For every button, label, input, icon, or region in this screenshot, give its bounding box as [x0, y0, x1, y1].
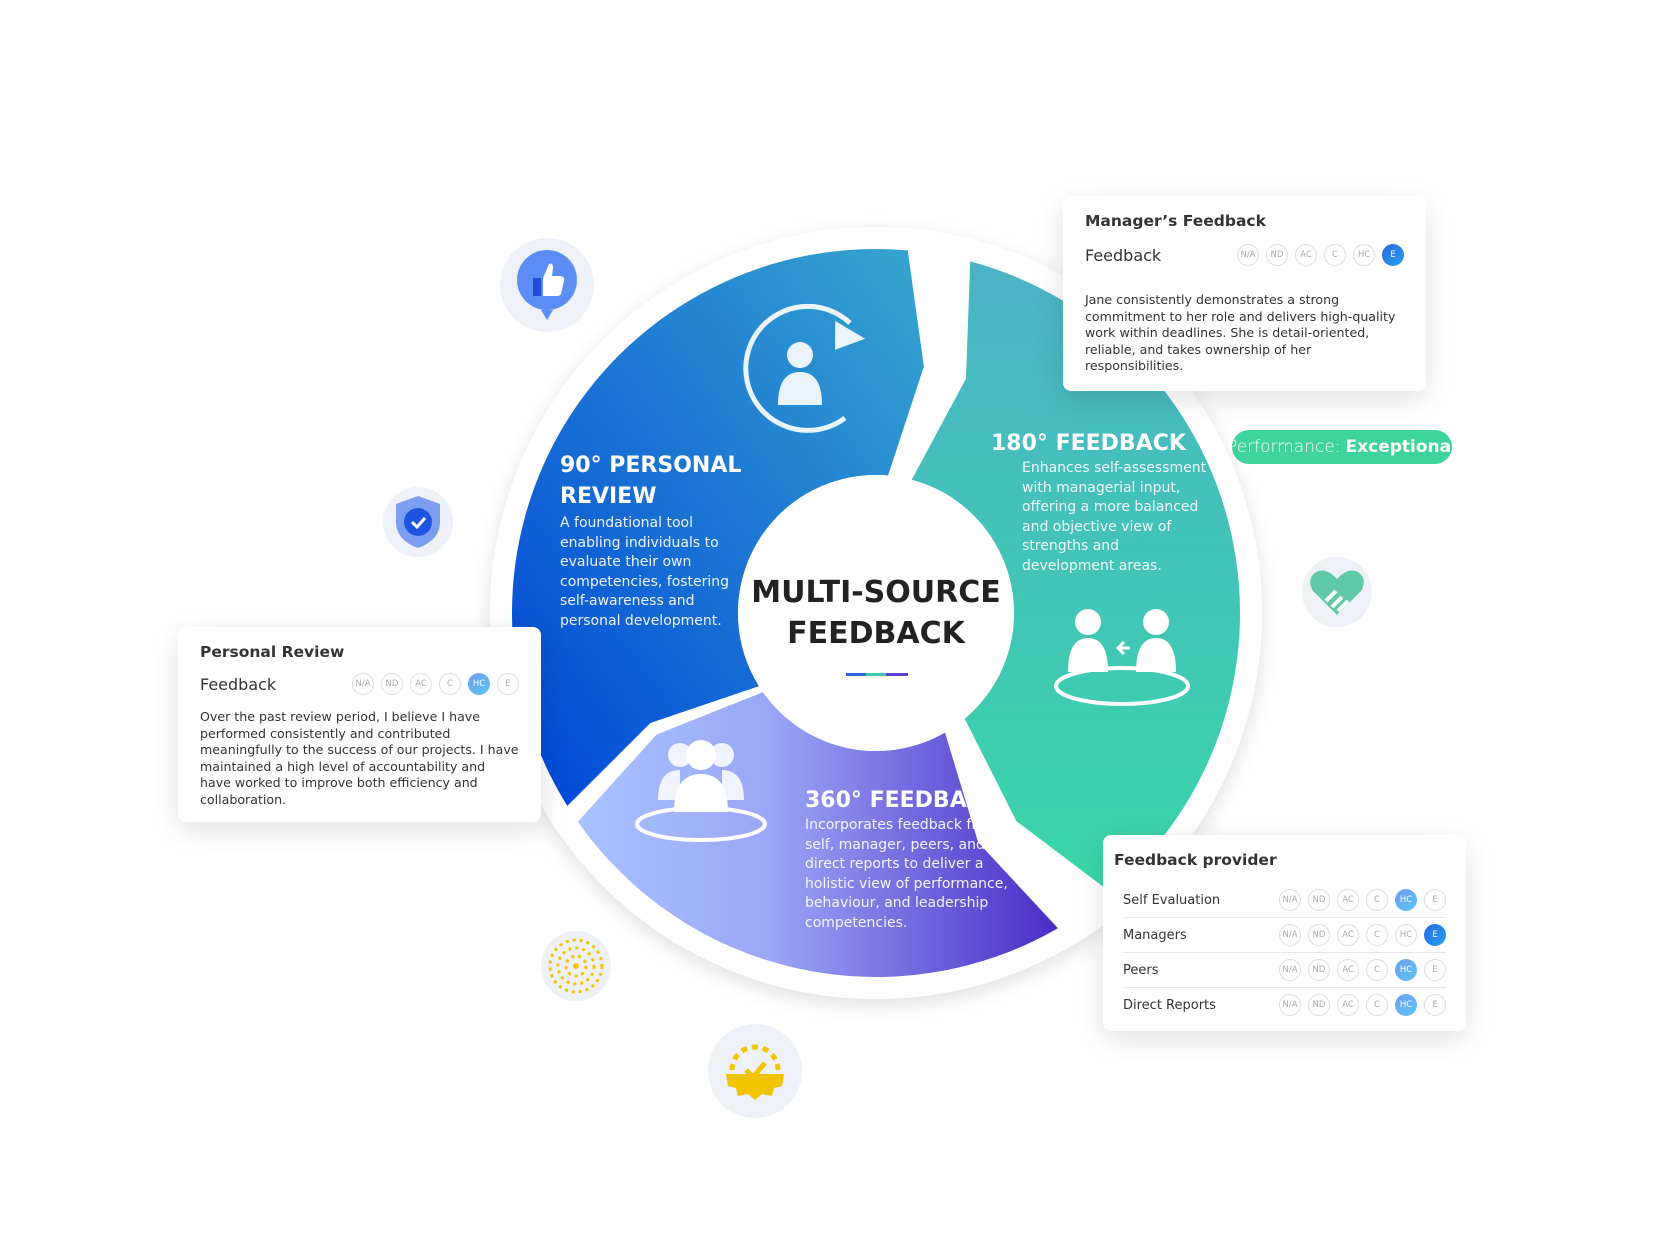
rating-option-ac[interactable]: AC	[1337, 924, 1359, 946]
provider-row: Direct Reports N/A ND AC C HC E	[1123, 988, 1446, 1022]
rating-option-hc[interactable]: HC	[1395, 924, 1417, 946]
provider-name: Direct Reports	[1123, 997, 1216, 1013]
rating-scale: N/A ND AC C HC E	[1279, 889, 1446, 911]
segment-title: 180° FEEDBACK	[991, 431, 1186, 456]
rating-scale: N/A ND AC C HC E	[352, 673, 519, 695]
rating-option-c[interactable]: C	[1366, 924, 1388, 946]
personal-review-card: Personal Review Feedback N/A ND AC C HC E Ove…	[178, 627, 541, 822]
rating-scale: N/A ND AC C HC E	[1279, 924, 1446, 946]
two-people-exchange-icon	[1054, 609, 1190, 706]
rating-option-e[interactable]: E	[1424, 889, 1446, 911]
rating-option-na[interactable]: N/A	[1279, 994, 1301, 1016]
handshake-icon	[1302, 557, 1372, 627]
segment-description: Incorporates feedback from self, manager…	[805, 817, 1008, 931]
segment-90-personal-review: 90° PERSONAL REVIEW A foundational tool …	[560, 450, 760, 631]
provider-name: Managers	[1123, 927, 1187, 943]
feedback-label: Feedback	[1085, 245, 1162, 265]
provider-row: Managers N/A ND AC C HC E	[1123, 918, 1446, 953]
rating-option-hc[interactable]: HC	[1395, 959, 1417, 981]
provider-row: Self Evaluation N/A ND AC C HC E	[1123, 883, 1446, 918]
segment-360-feedback: 360° FEEDBACK Incorporates feedback from…	[805, 785, 1025, 933]
sun-dots-icon	[541, 931, 611, 1001]
rating-option-c[interactable]: C	[1366, 959, 1388, 981]
rating-option-na[interactable]: N/A	[1279, 959, 1301, 981]
segment-90-shape	[512, 249, 924, 806]
rating-option-e[interactable]: E	[1424, 994, 1446, 1016]
rating-option-nd[interactable]: ND	[1308, 994, 1330, 1016]
rating-option-c[interactable]: C	[1366, 889, 1388, 911]
center-title-line: MULTI-SOURCE	[751, 575, 1001, 610]
center-disc	[738, 475, 1014, 751]
performance-value: Exceptional	[1345, 437, 1457, 457]
rating-option-c[interactable]: C	[439, 673, 461, 695]
rating-option-hc[interactable]: HC	[468, 673, 490, 695]
provider-name: Self Evaluation	[1123, 892, 1221, 908]
card-title: Manager’s Feedback	[1085, 212, 1266, 230]
rating-option-nd[interactable]: ND	[1308, 924, 1330, 946]
performance-badge: Performance: Exceptional	[1227, 430, 1457, 464]
thumbs-up-icon	[500, 238, 594, 332]
rating-option-na[interactable]: N/A	[1279, 924, 1301, 946]
rating-option-c[interactable]: C	[1366, 994, 1388, 1016]
rating-option-hc[interactable]: HC	[1395, 994, 1417, 1016]
shield-check-icon	[383, 487, 453, 557]
feedback-label: Feedback	[200, 674, 277, 694]
rating-option-ac[interactable]: AC	[1337, 994, 1359, 1016]
rating-option-e[interactable]: E	[497, 673, 519, 695]
center-title-line: FEEDBACK	[787, 616, 965, 651]
segment-description: Enhances self-assessment with managerial…	[1022, 460, 1207, 574]
segment-title: 360° FEEDBACK	[805, 788, 1000, 813]
rating-option-c[interactable]: C	[1324, 244, 1346, 266]
rating-option-ac[interactable]: AC	[1337, 959, 1359, 981]
rating-scale: N/A ND AC C HC E	[1279, 959, 1446, 981]
rating-option-e[interactable]: E	[1424, 959, 1446, 981]
provider-name: Peers	[1123, 962, 1159, 978]
segment-180-feedback: 180° FEEDBACK Enhances self-assessment w…	[991, 428, 1211, 576]
rating-option-na[interactable]: N/A	[352, 673, 374, 695]
rating-option-nd[interactable]: ND	[381, 673, 403, 695]
segment-180-shape	[911, 261, 1241, 892]
center-title: MULTI-SOURCE FEEDBACK	[746, 572, 1006, 654]
segment-description: A foundational tool enabling individuals…	[560, 515, 730, 629]
rating-option-e[interactable]: E	[1424, 924, 1446, 946]
rating-option-nd[interactable]: ND	[1266, 244, 1288, 266]
card-title: Personal Review	[200, 643, 345, 661]
group-cycle-icon	[635, 740, 767, 842]
rating-scale: N/A ND AC C HC E	[1237, 244, 1404, 266]
person-cycle-icon	[743, 303, 866, 433]
feedback-text: Jane consistently demonstrates a strong …	[1085, 292, 1396, 373]
rating-option-nd[interactable]: ND	[1308, 889, 1330, 911]
gear-check-icon	[708, 1024, 802, 1118]
provider-row: Peers N/A ND AC C HC E	[1123, 953, 1446, 988]
rating-option-ac[interactable]: AC	[1295, 244, 1317, 266]
rating-option-na[interactable]: N/A	[1237, 244, 1259, 266]
rating-option-e[interactable]: E	[1382, 244, 1404, 266]
segment-title: 90° PERSONAL	[560, 453, 742, 478]
rating-option-na[interactable]: N/A	[1279, 889, 1301, 911]
rating-option-nd[interactable]: ND	[1308, 959, 1330, 981]
segment-title: REVIEW	[560, 484, 657, 509]
card-title: Feedback provider	[1114, 851, 1277, 869]
rating-scale: N/A ND AC C HC E	[1279, 994, 1446, 1016]
rating-option-hc[interactable]: HC	[1353, 244, 1375, 266]
feedback-text: Over the past review period, I believe I…	[200, 709, 519, 807]
rating-option-hc[interactable]: HC	[1395, 889, 1417, 911]
rating-option-ac[interactable]: AC	[410, 673, 432, 695]
rating-option-ac[interactable]: AC	[1337, 889, 1359, 911]
performance-label: Performance:	[1227, 437, 1341, 457]
